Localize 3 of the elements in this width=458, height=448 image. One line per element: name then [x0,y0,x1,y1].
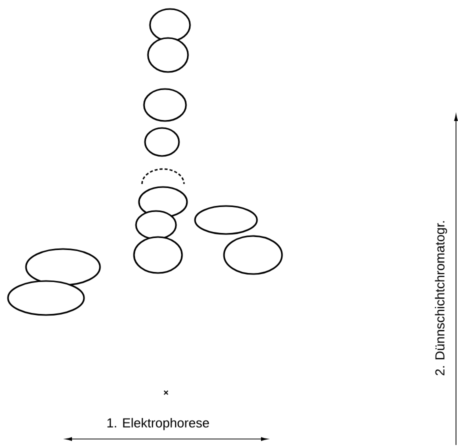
axis-label: 1. Elektrophorese [107,418,209,430]
start-mark: × [164,390,168,395]
axis-label: 2. Dünnschichtchromatogr. [434,221,448,376]
